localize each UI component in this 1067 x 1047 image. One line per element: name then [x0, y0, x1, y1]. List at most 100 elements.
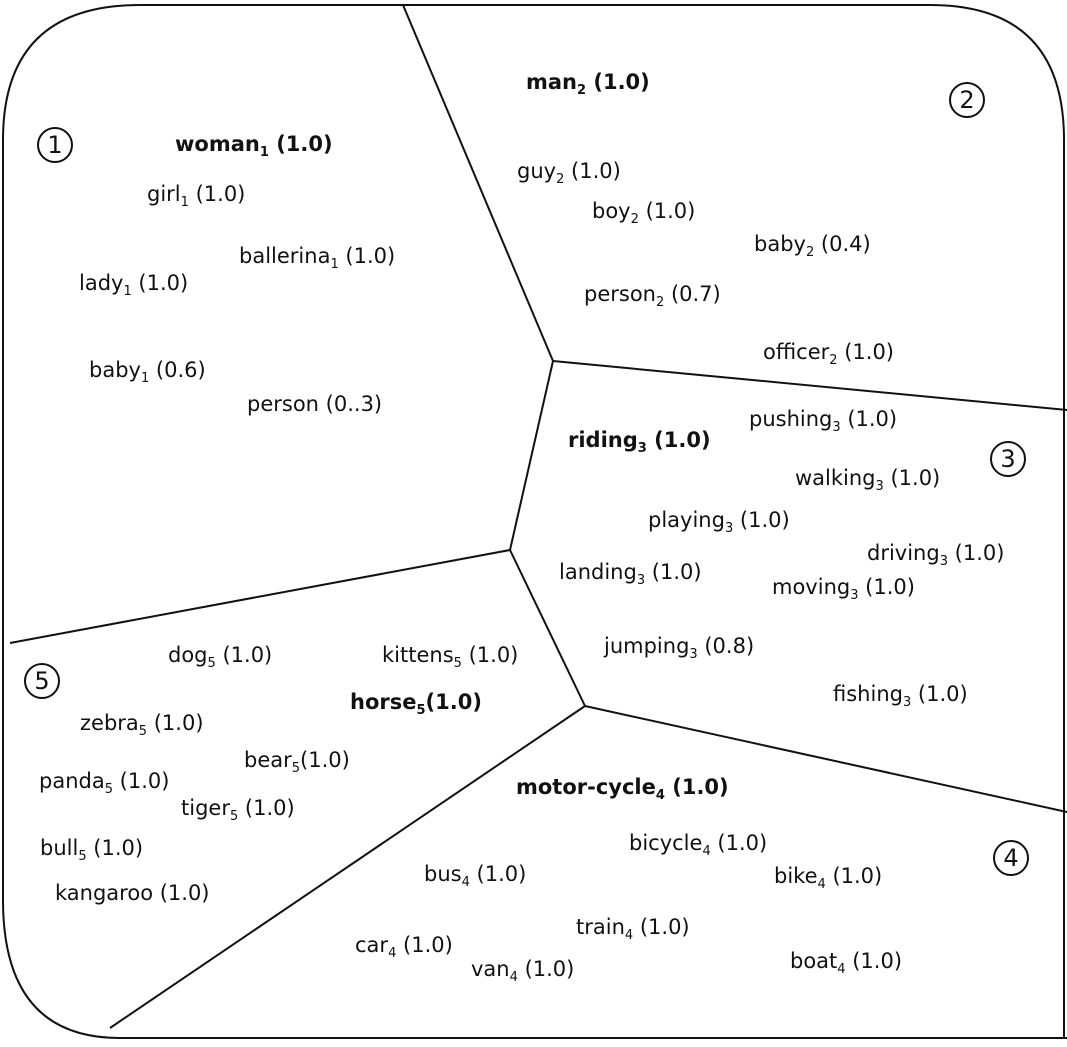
word-label: moving3 (1.0) [772, 575, 915, 603]
region-index: 2 [630, 212, 639, 227]
word-label: officer2 (1.0) [763, 340, 895, 368]
word-text: dog [168, 643, 208, 667]
score-text: (1.0) [188, 182, 246, 206]
word-label: woman1 (1.0) [175, 132, 333, 160]
word-text: woman [175, 132, 260, 156]
region-index: 3 [689, 647, 698, 662]
region-index: 2 [556, 172, 565, 187]
word-text: ballerina [239, 244, 331, 268]
score-text: (1.0) [858, 575, 915, 599]
word-label: tiger5 (1.0) [181, 796, 295, 824]
region-index: 3 [832, 420, 841, 435]
score-text: (0.7) [664, 282, 721, 306]
region-index: 3 [902, 695, 912, 710]
word-text: car [355, 933, 389, 957]
word-label: bus4 (1.0) [424, 862, 527, 890]
word-label: panda5 (1.0) [39, 769, 170, 797]
word-label: walking3 (1.0) [795, 466, 941, 494]
region-index: 4 [837, 962, 846, 977]
region-index: 4 [702, 844, 711, 859]
word-label: horse5(1.0) [350, 690, 482, 718]
region-index: 4 [817, 877, 826, 892]
word-text: playing [648, 508, 725, 532]
word-label: person2 (0.7) [584, 282, 721, 310]
word-label: baby2 (0.4) [754, 234, 871, 260]
score-text: (1.0) [425, 690, 482, 714]
score-text: (1.0) [710, 831, 768, 855]
word-text: lady [79, 271, 124, 295]
word-text: moving [772, 575, 851, 599]
word-label: playing3 (1.0) [648, 508, 790, 536]
word-text: walking [795, 466, 876, 490]
word-text: boy [592, 199, 631, 223]
word-text: bear [244, 748, 292, 772]
region-index: 5 [207, 656, 216, 671]
word-text: bus [424, 862, 462, 886]
word-label: bike4 (1.0) [774, 864, 883, 892]
region-index: 3 [637, 441, 647, 456]
region-index: 5 [416, 703, 426, 718]
score-text: (1.0) [911, 682, 968, 706]
word-label: riding3 (1.0) [568, 430, 711, 456]
word-text: fishing [833, 682, 903, 706]
score-text: (1.0) [147, 711, 204, 735]
word-text: van [471, 957, 510, 981]
score-text: (1.0) [238, 796, 295, 820]
word-text: jumping [604, 634, 690, 658]
word-text: pushing [749, 407, 833, 431]
region-index: 3 [850, 588, 859, 603]
region-index: 2 [829, 353, 838, 368]
divider-1-5 [9, 549, 511, 644]
score-text: (1.0) [883, 466, 941, 490]
word-text: baby [89, 358, 141, 382]
region-3-badge: 3 [990, 441, 1026, 477]
word-text: landing [559, 560, 637, 584]
word-label: girl1 (1.0) [147, 182, 246, 210]
score-text: (0.6) [149, 358, 206, 382]
region-index: 1 [140, 371, 150, 386]
word-label: fishing3 (1.0) [833, 682, 968, 710]
score-text: (1.0) [396, 933, 453, 957]
region-index: 4 [388, 946, 397, 961]
word-text: man [526, 70, 578, 94]
word-label: boat4 (1.0) [790, 949, 902, 977]
divider-4-5 [109, 705, 586, 1029]
region-index: 5 [291, 761, 301, 776]
region-index: 5 [104, 782, 113, 797]
outer-border [1, 4, 1067, 1039]
word-text: girl [147, 182, 181, 206]
region-index: 2 [805, 245, 815, 260]
word-label: lady1 (1.0) [79, 271, 188, 299]
region-index: 4 [461, 875, 470, 890]
word-text: horse [350, 690, 417, 714]
word-label: motor-cycle4 (1.0) [516, 775, 729, 803]
score-text: (1.0) [825, 864, 883, 888]
word-label: bicycle4 (1.0) [629, 831, 768, 859]
word-label: kangaroo (1.0) [55, 883, 210, 904]
region-2-badge: 2 [949, 82, 985, 118]
region-index: 5 [229, 809, 239, 824]
score-text: (1.0) [645, 560, 702, 584]
score-text: (1.0) [461, 643, 519, 667]
score-text: (1.0) [837, 340, 895, 364]
score-text: (1.0) [300, 748, 350, 772]
divider-3-4 [584, 705, 1067, 813]
word-text: driving [867, 541, 940, 565]
score-text: (1.0) [664, 775, 729, 799]
score-text: (1.0) [947, 541, 1005, 565]
region-index: 1 [259, 145, 269, 160]
score-text: (1.0) [153, 881, 210, 905]
score-text: (1.0) [469, 862, 527, 886]
word-text: panda [39, 769, 105, 793]
score-text: (1.0) [113, 769, 170, 793]
word-text: motor-cycle [516, 775, 656, 799]
word-text: officer [763, 340, 830, 364]
score-text: (1.0) [517, 957, 575, 981]
region-index: 4 [655, 788, 665, 803]
word-label: bull5 (1.0) [40, 838, 143, 864]
region-1-badge: 1 [37, 127, 73, 163]
region-index: 1 [123, 284, 132, 299]
region-index: 3 [724, 521, 734, 536]
word-text: boat [790, 949, 838, 973]
